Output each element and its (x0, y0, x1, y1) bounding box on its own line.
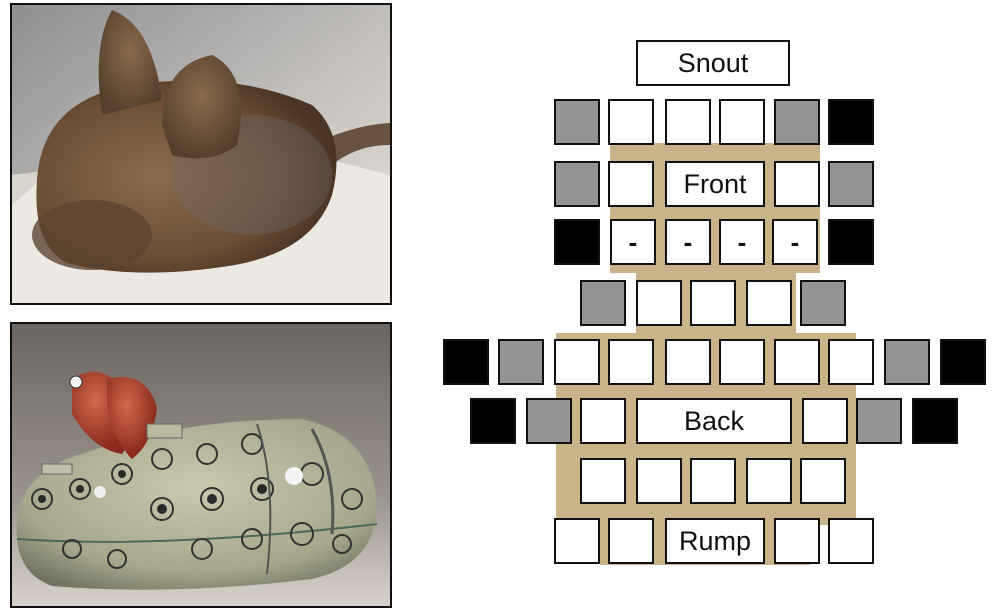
sensor-cell (690, 458, 736, 504)
sensor-cell (746, 458, 792, 504)
sensor-cell (828, 161, 874, 207)
sensor-cell (912, 398, 958, 444)
front-label: Front (665, 161, 765, 207)
dash-mark: - (683, 226, 693, 257)
sensor-cell (774, 99, 820, 145)
sensor-cell (800, 458, 846, 504)
sensor-shell-robot-photo (10, 322, 392, 608)
sensor-cell (772, 219, 818, 265)
sensor-cell (665, 219, 711, 265)
dash-mark: - (790, 226, 800, 257)
sensor-cell (856, 398, 902, 444)
sensor-cell (608, 518, 654, 564)
sensor-cell (580, 280, 626, 326)
sensor-cell (719, 219, 765, 265)
sensor-cell (800, 280, 846, 326)
sensor-cell (665, 339, 711, 385)
sensor-cell (610, 219, 656, 265)
sensor-cell (554, 99, 600, 145)
sensor-cell (884, 339, 930, 385)
sensor-cell (636, 458, 682, 504)
sensor-cell (580, 458, 626, 504)
sensor-cell (580, 398, 626, 444)
sensor-cell (828, 99, 874, 145)
sensor-cell (636, 280, 682, 326)
sensor-cell (608, 161, 654, 207)
sensor-cell (719, 99, 765, 145)
sensor-cell (608, 99, 654, 145)
sensor-cell (470, 398, 516, 444)
sensor-cell (719, 339, 765, 385)
snout-label: Snout (636, 40, 790, 86)
sensor-cell (554, 518, 600, 564)
sensor-cell (774, 161, 820, 207)
sensor-cell (774, 518, 820, 564)
sensor-cell (690, 280, 736, 326)
sensor-cell (828, 518, 874, 564)
sensor-cell (526, 398, 572, 444)
sensor-cell (608, 339, 654, 385)
sensor-cell (443, 339, 489, 385)
sensor-cell (498, 339, 544, 385)
sensor-cell (665, 99, 711, 145)
sensor-cell (746, 280, 792, 326)
rump-label: Rump (665, 518, 765, 564)
back-label: Back (636, 398, 792, 444)
dash-mark: - (628, 226, 638, 257)
sensor-cell (940, 339, 986, 385)
sensor-cell (828, 219, 874, 265)
dash-mark: - (737, 226, 747, 257)
sensor-cell (828, 339, 874, 385)
furry-robot-photo (10, 3, 392, 305)
sensor-cell (554, 219, 600, 265)
sensor-cell (554, 161, 600, 207)
sensor-cell (554, 339, 600, 385)
sensor-cell (802, 398, 848, 444)
sensor-cell (774, 339, 820, 385)
